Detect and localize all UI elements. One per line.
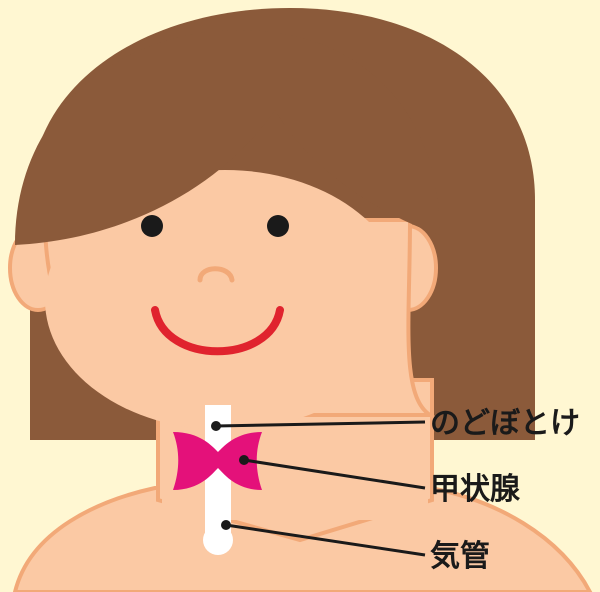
nose-icon bbox=[197, 266, 235, 283]
trachea-end bbox=[203, 525, 233, 555]
eye-icon bbox=[267, 215, 289, 237]
thyroid-label: 甲状腺 bbox=[430, 472, 521, 507]
adams-apple-leader bbox=[215, 420, 426, 428]
trachea-label: 気管 bbox=[430, 539, 490, 574]
adams-apple-label: のどぼとけ bbox=[430, 406, 580, 441]
smile-icon bbox=[151, 306, 284, 356]
eye-icon bbox=[141, 215, 163, 237]
hair-bangs bbox=[15, 30, 440, 245]
trachea-leader bbox=[225, 523, 426, 557]
thyroid-leader bbox=[243, 458, 426, 490]
face-lower bbox=[45, 170, 405, 430]
thyroid-shape bbox=[173, 432, 262, 490]
